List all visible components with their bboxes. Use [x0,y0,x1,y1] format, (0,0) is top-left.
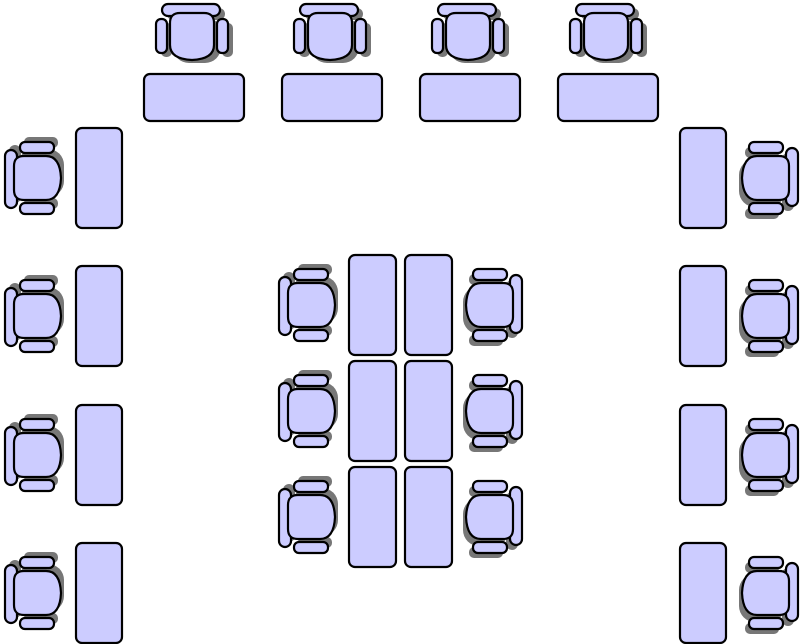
left-desk [74,541,124,644]
right-desk [678,264,728,368]
front-chair [292,2,371,63]
front-desk [142,72,246,123]
right-chair [739,140,800,219]
left-chair [3,275,64,354]
center-desk [347,253,398,357]
left-chair [3,552,64,631]
center-desk [347,359,398,463]
chair-layer [3,2,800,634]
right-chair [739,555,800,634]
front-desk [280,72,384,123]
right-desk [678,403,728,507]
left-desk [74,403,124,507]
center-left-chair [277,370,338,449]
desk-layer [74,72,728,644]
front-chair [430,2,509,63]
right-desk [678,541,728,644]
center-desk [403,465,454,569]
front-chair [568,2,647,63]
center-left-chair [277,264,338,343]
left-desk [74,126,124,230]
left-chair [3,414,64,493]
front-desk [418,72,522,123]
center-right-chair [463,267,524,346]
left-desk [74,264,124,368]
center-right-chair [463,479,524,558]
right-chair [739,278,800,357]
front-chair [154,2,233,63]
center-desk [347,465,398,569]
center-desk [403,359,454,463]
right-desk [678,126,728,230]
center-left-chair [277,476,338,555]
center-desk [403,253,454,357]
center-right-chair [463,373,524,452]
front-desk [556,72,660,123]
left-chair [3,137,64,216]
right-chair [739,417,800,496]
